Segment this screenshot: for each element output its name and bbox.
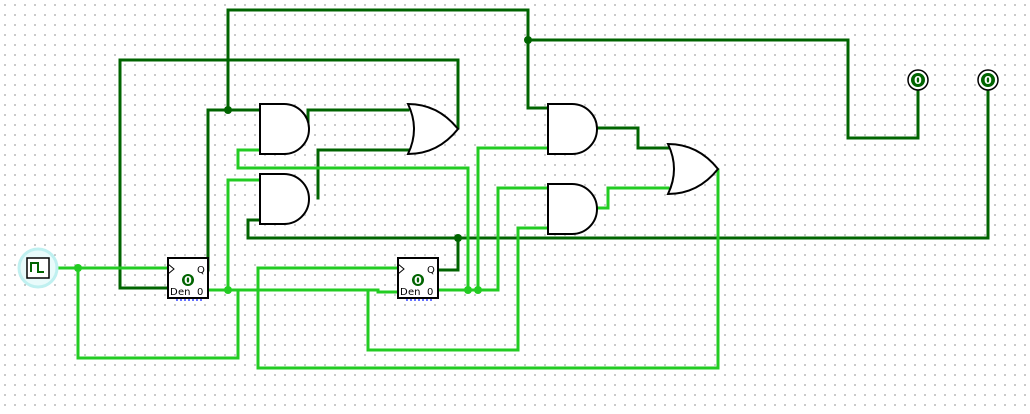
wire — [456, 86, 990, 240]
wire — [526, 38, 920, 140]
d-flipflop[interactable]: 0 Q D en 0 — [397, 257, 439, 301]
q-label: Q — [427, 265, 435, 276]
wire — [306, 108, 410, 130]
en-label: en — [178, 287, 191, 298]
output-value: 0 — [984, 74, 992, 87]
clock-triangle-icon — [167, 263, 175, 275]
clock-input[interactable] — [17, 247, 59, 289]
wire — [594, 186, 670, 210]
clock-triangle-icon — [397, 263, 405, 275]
output-value: 0 — [914, 74, 922, 87]
or-gate[interactable] — [666, 142, 720, 196]
junction-dot — [224, 106, 232, 114]
d-flipflop[interactable]: 0 Q D en 0 — [167, 257, 209, 301]
wire — [236, 148, 470, 292]
wire — [316, 148, 410, 200]
junction-dot — [524, 36, 532, 44]
and-gate[interactable] — [547, 103, 598, 155]
junctions — [74, 36, 532, 294]
wire — [118, 58, 460, 290]
wire — [226, 288, 400, 294]
clock-icon — [30, 262, 44, 273]
wire — [226, 8, 552, 112]
and-gate[interactable] — [547, 183, 598, 235]
flipflop-state-indicator — [412, 274, 424, 286]
wire — [206, 108, 262, 272]
wire — [256, 168, 720, 370]
flipflop-state-indicator — [182, 274, 194, 286]
wire — [206, 178, 262, 292]
wires-high — [48, 146, 720, 370]
reset-value: 0 — [427, 287, 433, 298]
junction-dot — [464, 286, 472, 294]
output-indicator — [981, 73, 995, 87]
and-gate[interactable] — [259, 173, 310, 225]
wire — [246, 218, 460, 272]
output-indicator — [911, 73, 925, 87]
output-pin[interactable]: 0 — [977, 69, 999, 91]
en-label: en — [408, 287, 421, 298]
wire — [476, 146, 552, 292]
junction-dot — [474, 286, 482, 294]
flipflop-state: 0 — [414, 274, 422, 287]
d-label: D — [400, 287, 408, 298]
junction-dot — [74, 264, 82, 272]
or-gate[interactable] — [406, 102, 460, 156]
q-label: Q — [197, 265, 205, 276]
wire — [594, 126, 670, 150]
d-label: D — [170, 287, 178, 298]
reset-value: 0 — [197, 287, 203, 298]
junction-dot — [224, 286, 232, 294]
output-pin[interactable]: 0 — [907, 69, 929, 91]
flipflop-state: 0 — [184, 274, 192, 287]
junction-dot — [454, 234, 462, 242]
wires-low — [118, 8, 990, 290]
and-gate[interactable] — [259, 103, 310, 155]
